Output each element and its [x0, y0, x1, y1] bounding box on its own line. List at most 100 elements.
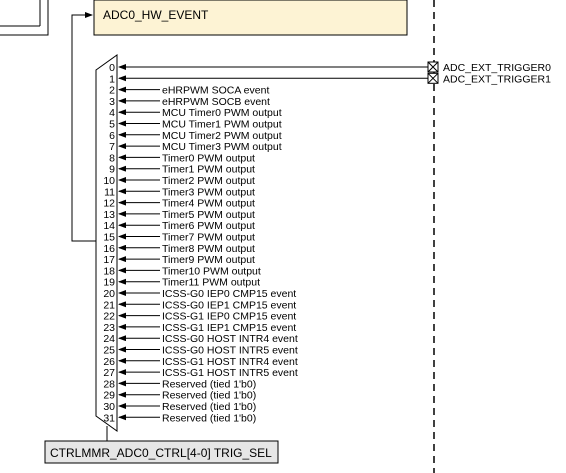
adc0-hw-event-label: ADC0_HW_EVENT — [103, 8, 209, 22]
input-source-label: Timer11 PWM output — [162, 277, 260, 289]
input-source-label: ICSS-G0 HOST INTR5 event — [162, 345, 298, 357]
input-index: 0 — [109, 62, 115, 74]
mux-output-wire — [71, 12, 96, 242]
input-index: 28 — [103, 378, 115, 390]
input-source-label: ICSS-G0 HOST INTR4 event — [162, 333, 298, 345]
port-connector-cross — [427, 61, 439, 73]
input-index: 6 — [109, 130, 115, 142]
input-index: 22 — [103, 311, 115, 323]
input-source-label: Timer4 PWM output — [162, 198, 255, 210]
input-index: 17 — [103, 254, 115, 266]
input-source-label: Timer1 PWM output — [162, 164, 255, 176]
input-index: 9 — [109, 164, 115, 176]
input-source-label: Timer3 PWM output — [162, 186, 255, 198]
input-index: 2 — [109, 85, 115, 97]
mux-input-row: 24 ICSS-G0 HOST INTR4 event — [103, 333, 298, 345]
input-source-label: ICSS-G0 IEP1 CMP15 event — [162, 299, 296, 311]
mux-input-row: 23 ICSS-G1 IEP1 CMP15 event — [103, 322, 296, 334]
input-index: 24 — [103, 333, 115, 345]
input-source-label: MCU Timer0 PWM output — [162, 107, 282, 119]
mux-input-row: 4 MCU Timer0 PWM output — [109, 107, 282, 119]
mux-input-row: 20 ICSS-G0 IEP0 CMP15 event — [103, 288, 296, 300]
mux-input-row: 26 ICSS-G1 HOST INTR4 event — [103, 356, 298, 368]
mux-input-row: 15 Timer7 PWM output — [103, 232, 255, 244]
mux-input-row: 22 ICSS-G1 IEP0 CMP15 event — [103, 311, 296, 323]
input-index: 31 — [103, 412, 115, 424]
input-source-label: Timer2 PWM output — [162, 175, 255, 187]
input-source-label: Timer0 PWM output — [162, 152, 255, 164]
external-trigger-label: ADC_EXT_TRIGGER1 — [443, 73, 551, 85]
input-source-label: Reserved (tied 1'b0) — [162, 412, 256, 424]
input-source-label: ICSS-G0 IEP0 CMP15 event — [162, 288, 296, 300]
input-source-label: Timer7 PWM output — [162, 232, 255, 244]
input-index: 11 — [104, 186, 115, 198]
input-index: 5 — [109, 119, 115, 131]
input-index: 25 — [103, 345, 115, 357]
input-source-label: Timer8 PWM output — [162, 243, 255, 255]
upstream-block-outline — [0, 0, 49, 36]
input-source-label: Reserved (tied 1'b0) — [162, 378, 256, 390]
input-index: 1 — [109, 73, 115, 85]
mux-input-row: 6 MCU Timer2 PWM output — [109, 130, 282, 142]
mux-input-row: 1 ADC_EXT_TRIGGER1 — [109, 72, 551, 85]
input-index: 23 — [103, 322, 115, 334]
mux-input-row: 2 eHRPWM SOCA event — [109, 85, 269, 97]
input-source-label: Reserved (tied 1'b0) — [162, 390, 256, 402]
mux-input-row: 8 Timer0 PWM output — [109, 152, 255, 164]
mux-input-row: 30 Reserved (tied 1'b0) — [103, 401, 256, 413]
mux-input-row: 17 Timer9 PWM output — [103, 254, 255, 266]
trig-sel-register-box — [44, 440, 279, 464]
input-source-label: MCU Timer2 PWM output — [162, 130, 282, 142]
input-index: 3 — [109, 96, 115, 108]
input-index: 26 — [103, 356, 115, 368]
mux-input-row: 27 ICSS-G1 HOST INTR5 event — [103, 367, 298, 379]
input-source-label: Timer5 PWM output — [162, 209, 255, 221]
mux-input-row: 19 Timer11 PWM output — [103, 277, 260, 289]
adc0-hw-event-box — [93, 0, 408, 36]
input-index: 18 — [103, 265, 115, 277]
external-trigger-label: ADC_EXT_TRIGGER0 — [443, 62, 551, 74]
input-index: 19 — [103, 277, 115, 289]
input-index: 20 — [103, 288, 115, 300]
mux-input-row: 21 ICSS-G0 IEP1 CMP15 event — [103, 299, 296, 311]
input-index: 7 — [109, 141, 115, 153]
mux-input-row: 28 Reserved (tied 1'b0) — [103, 378, 256, 390]
input-source-label: Timer9 PWM output — [162, 254, 255, 266]
mux-input-row: 10 Timer2 PWM output — [103, 175, 255, 187]
mux-input-row: 9 Timer1 PWM output — [109, 164, 255, 176]
mux-input-row: 31 Reserved (tied 1'b0) — [103, 412, 256, 424]
input-source-label: ICSS-G1 IEP0 CMP15 event — [162, 311, 296, 323]
input-index: 12 — [103, 198, 115, 210]
mux-input-row: 16 Timer8 PWM output — [103, 243, 255, 255]
input-index: 8 — [109, 152, 115, 164]
input-index: 13 — [103, 209, 115, 221]
mux-input-row: 7 MCU Timer3 PWM output — [109, 141, 282, 153]
mux-inputs: 0 ADC_EXT_TRIGGER0 1 ADC_EXT_TRIGGER1 2 eHRPW… — [103, 61, 551, 424]
input-index: 21 — [103, 299, 115, 311]
input-source-label: Reserved (tied 1'b0) — [162, 401, 256, 413]
input-index: 30 — [103, 401, 115, 413]
input-index: 10 — [103, 175, 115, 187]
input-source-label: Timer6 PWM output — [162, 220, 255, 232]
input-source-label: ICSS-G1 HOST INTR4 event — [162, 356, 298, 368]
input-index: 27 — [103, 367, 115, 379]
mux-input-row: 12 Timer4 PWM output — [103, 198, 255, 210]
input-index: 16 — [103, 243, 115, 255]
mux-input-row: 29 Reserved (tied 1'b0) — [103, 390, 256, 402]
input-source-label: eHRPWM SOCA event — [162, 85, 269, 97]
mux-input-row: 5 MCU Timer1 PWM output — [109, 119, 282, 131]
input-source-label: ICSS-G1 HOST INTR5 event — [162, 367, 298, 379]
input-index: 29 — [103, 390, 115, 402]
input-index: 15 — [103, 232, 115, 244]
mux-input-row: 13 Timer5 PWM output — [103, 209, 255, 221]
input-source-label: Timer10 PWM output — [162, 265, 261, 277]
input-source-label: MCU Timer1 PWM output — [162, 119, 282, 131]
mux-input-row: 3 eHRPWM SOCB event — [109, 96, 270, 108]
input-source-label: MCU Timer3 PWM output — [162, 141, 282, 153]
input-index: 4 — [109, 107, 115, 119]
input-source-label: eHRPWM SOCB event — [162, 96, 270, 108]
input-source-label: ICSS-G1 IEP1 CMP15 event — [162, 322, 296, 334]
mux-input-row: 18 Timer10 PWM output — [103, 265, 261, 277]
